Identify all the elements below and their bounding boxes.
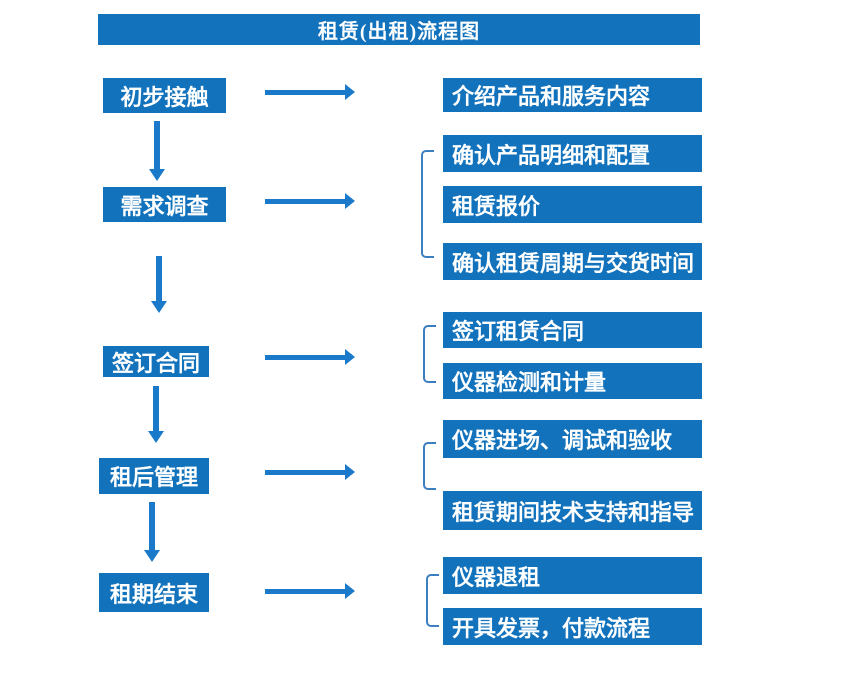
output-box-introduce-products: 介绍产品和服务内容 xyxy=(443,78,702,112)
output-box-rental-quote: 租赁报价 xyxy=(443,186,702,223)
down-arrow-3-head-icon xyxy=(148,431,164,443)
right-arrow-4-head-icon xyxy=(345,464,355,480)
right-arrow-3-head-icon xyxy=(345,349,355,365)
down-arrow-3-shaft xyxy=(153,386,159,432)
group-bracket-2 xyxy=(421,150,434,258)
flowchart-title: 租赁(出租)流程图 xyxy=(98,14,700,45)
down-arrow-2 xyxy=(151,256,167,313)
output-box-instrument-testing: 仪器检测和计量 xyxy=(443,363,702,399)
down-arrow-1 xyxy=(149,121,165,181)
output-box-sign-rental-contract: 签订租赁合同 xyxy=(443,312,702,348)
right-arrow-1-head-icon xyxy=(345,84,355,100)
down-arrow-1-head-icon xyxy=(149,169,165,181)
stage-box-demand-survey: 需求调查 xyxy=(103,187,226,222)
down-arrow-2-shaft xyxy=(156,256,162,302)
down-arrow-3 xyxy=(148,386,164,443)
output-box-confirm-details: 确认产品明细和配置 xyxy=(443,135,702,172)
output-box-instrument-return: 仪器退租 xyxy=(443,557,702,594)
down-arrow-4-shaft xyxy=(149,502,155,551)
stage-box-sign-contract: 签订合同 xyxy=(103,346,209,377)
output-box-tech-support: 租赁期间技术支持和指导 xyxy=(443,491,702,530)
output-box-instrument-setup: 仪器进场、调试和验收 xyxy=(443,420,702,458)
right-arrow-5-shaft xyxy=(265,588,347,594)
right-arrow-3 xyxy=(265,349,355,365)
stage-box-rental-end: 租期结束 xyxy=(99,573,209,612)
down-arrow-1-shaft xyxy=(154,121,160,170)
down-arrow-4-head-icon xyxy=(144,550,160,562)
right-arrow-4 xyxy=(265,464,355,480)
down-arrow-2-head-icon xyxy=(151,301,167,313)
output-box-invoice-payment: 开具发票，付款流程 xyxy=(443,608,702,645)
output-box-confirm-period: 确认租赁周期与交货时间 xyxy=(443,243,702,280)
right-arrow-1 xyxy=(265,84,355,100)
right-arrow-5-head-icon xyxy=(345,583,355,599)
group-bracket-5 xyxy=(426,574,439,627)
right-arrow-4-shaft xyxy=(265,469,347,475)
stage-box-initial-contact: 初步接触 xyxy=(103,78,226,113)
group-bracket-4 xyxy=(423,442,436,490)
right-arrow-3-shaft xyxy=(265,354,347,360)
right-arrow-1-shaft xyxy=(265,89,347,95)
right-arrow-2-head-icon xyxy=(345,193,355,209)
group-bracket-3 xyxy=(423,325,436,383)
stage-box-post-rental-mgmt: 租后管理 xyxy=(99,458,209,494)
right-arrow-5 xyxy=(265,583,355,599)
down-arrow-4 xyxy=(144,502,160,562)
right-arrow-2-shaft xyxy=(265,198,347,204)
right-arrow-2 xyxy=(265,193,355,209)
